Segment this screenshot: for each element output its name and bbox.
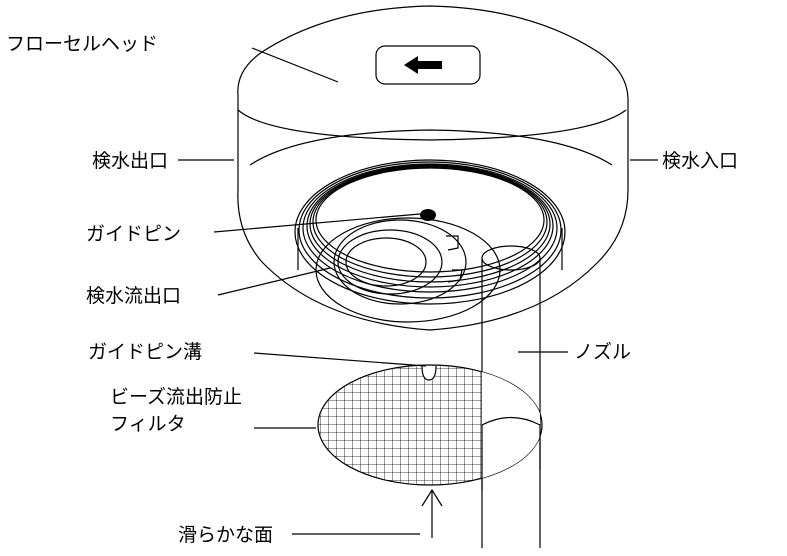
label-sample-outflow-port: 検水流出口 <box>86 285 181 307</box>
label-guide-pin-groove: ガイドピン溝 <box>88 341 202 363</box>
guide-pin <box>420 209 436 221</box>
label-guide-pin: ガイドピン <box>86 223 181 245</box>
label-sample-outlet: 検水出口 <box>92 150 168 172</box>
left-arrow-icon <box>404 56 442 74</box>
direction-arrow-badge <box>375 45 481 85</box>
leader-guide-pin <box>213 213 421 233</box>
flow-cell-head-body <box>237 5 629 331</box>
leader-outflow-port <box>217 267 331 296</box>
label-smooth-surface: 滑らかな面 <box>178 524 273 546</box>
leader-guide-pin-groove <box>253 352 427 367</box>
bead-filter <box>317 364 543 490</box>
leader-lines <box>178 47 658 535</box>
label-bead-filter-line2: フィルタ <box>110 413 186 435</box>
threaded-collar <box>294 159 566 305</box>
label-nozzle: ノズル <box>574 341 631 363</box>
label-sample-inlet: 検水入口 <box>662 150 738 172</box>
labels: フローセルヘッド 検水出口 検水入口 ガイドピン 検水流出口 ガイドピン溝 ノズ… <box>6 33 738 546</box>
sample-outflow-port <box>315 217 501 323</box>
leader-flow-cell-head <box>251 47 339 83</box>
label-bead-filter-line1: ビーズ流出防止 <box>110 386 242 408</box>
smooth-surface-arrow <box>421 488 443 538</box>
label-flow-cell-head: フローセルヘッド <box>6 33 158 55</box>
